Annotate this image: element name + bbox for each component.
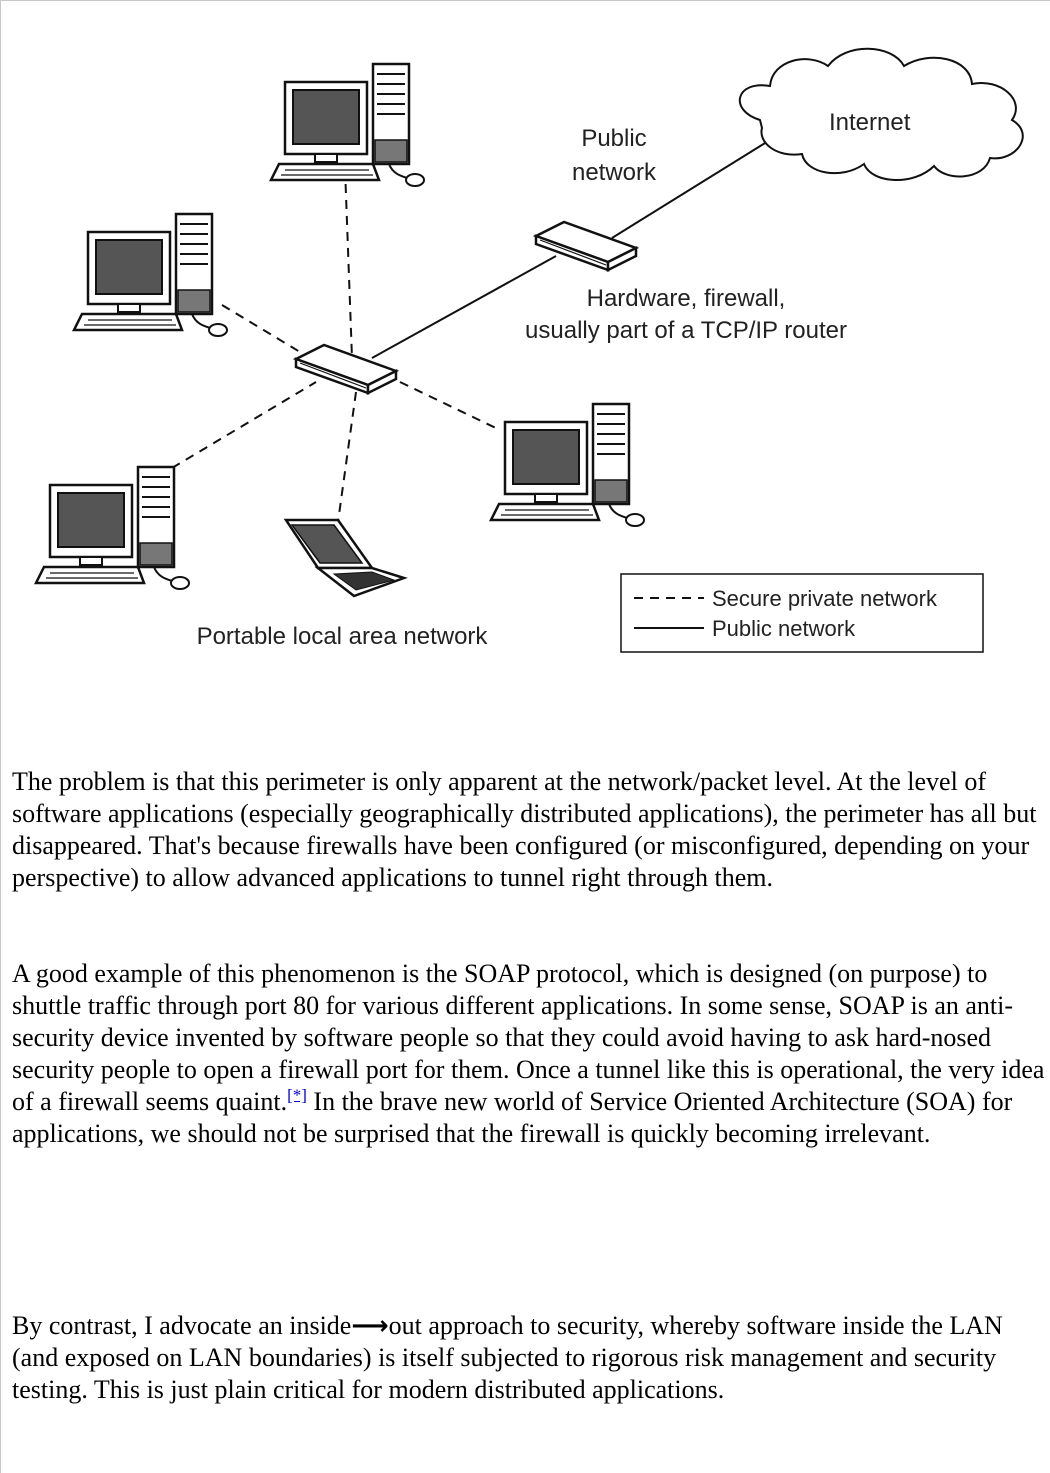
internet-cloud-icon [738, 47, 1024, 181]
secure-link-laptop [337, 391, 357, 523]
firewall-label: Hardware, firewall, [587, 285, 786, 312]
desktop-computer-icon [72, 212, 229, 338]
public-link-router-internet [611, 139, 771, 239]
secure-link-top-pc [344, 167, 353, 359]
paragraph: By contrast, I advocate an inside⟶out ap… [12, 1310, 1048, 1406]
public-network-label: Public [581, 125, 646, 152]
desktop-computer-icon [489, 402, 646, 528]
paragraph: A good example of this phenomenon is the… [12, 958, 1048, 1150]
paragraph-text: In the brave new world of Service Orient… [12, 1087, 1013, 1148]
desktop-computer-icon [34, 465, 191, 591]
public-network-label: network [572, 159, 657, 186]
page-top-border [0, 0, 1050, 1]
internet-label: Internet [829, 109, 911, 136]
laptop-icon [283, 518, 408, 598]
paragraph-text: out approach to security, whereby softwa… [12, 1311, 1003, 1404]
network-diagram: Internet Public network Hardware, firewa… [34, 47, 1024, 653]
public-link-lan-router [371, 255, 557, 359]
legend-dashed-label: Secure private network [712, 586, 938, 611]
desktop-computer-icon [269, 62, 426, 188]
right-arrow-icon: ⟶ [351, 1311, 389, 1341]
legend: Secure private network Public network [620, 573, 984, 653]
footnote-link[interactable]: [*] [287, 1085, 307, 1105]
firewall-router-icon [534, 220, 638, 272]
paragraph-text: By contrast, I advocate an inside [12, 1311, 352, 1340]
lan-label: Portable local area network [197, 623, 489, 650]
paragraph: The problem is that this perimeter is on… [12, 767, 1037, 892]
firewall-label: usually part of a TCP/IP router [525, 317, 847, 344]
secure-link-left-pc [221, 304, 301, 353]
page-left-border [0, 0, 1, 1473]
paragraph-text: A good example of this phenomenon is the… [12, 959, 1045, 1116]
legend-solid-label: Public network [712, 616, 856, 641]
secure-link-right-pc [399, 381, 501, 431]
secure-link-bottom-left-pc [171, 381, 317, 469]
